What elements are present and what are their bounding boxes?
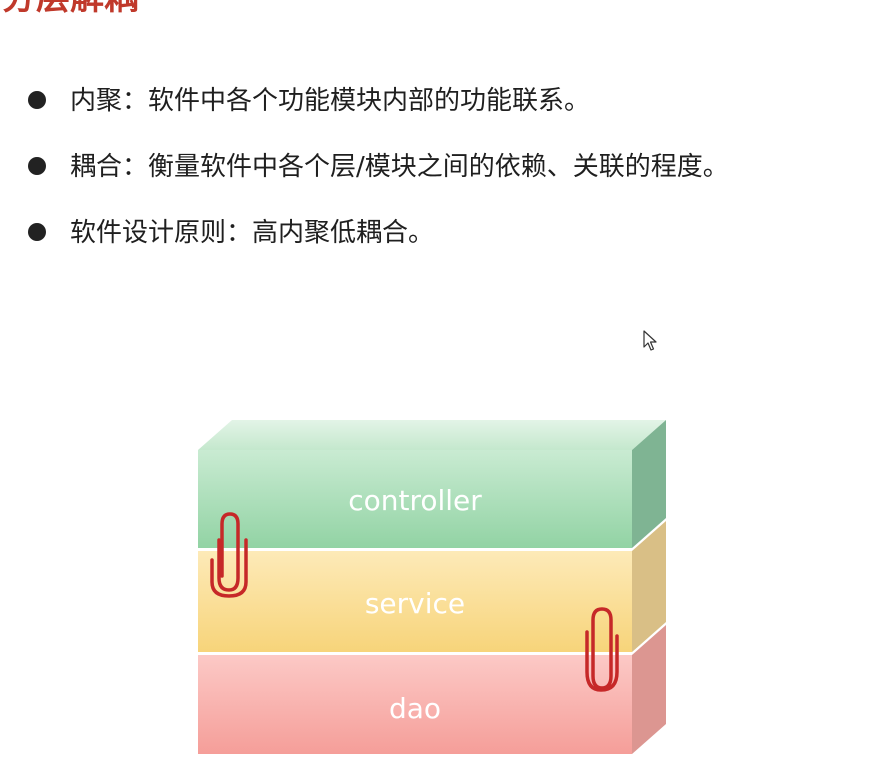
layer-front-face — [198, 655, 632, 754]
bullet-text: 软件设计原则：高内聚低耦合。 — [70, 218, 435, 248]
paper-clip-icon — [585, 607, 619, 692]
layer-service: service — [198, 521, 666, 652]
mouse-pointer-icon — [643, 330, 657, 351]
layer-label: dao — [389, 692, 441, 725]
layer-top-face — [198, 420, 666, 450]
layer-label: service — [365, 587, 465, 620]
layer-controller: controller — [198, 420, 666, 548]
paper-clip-icon — [210, 512, 248, 598]
layer-front-face — [198, 450, 632, 548]
layer-label: controller — [348, 484, 482, 517]
bullet-item-principle: 软件设计原则：高内聚低耦合。 — [28, 210, 729, 276]
layer-side-face — [632, 625, 666, 754]
slide-title: 分层解耦 — [2, 0, 138, 18]
layer-side-face — [632, 521, 666, 652]
bullet-dot-icon — [28, 90, 46, 109]
bullet-text: 耦合：衡量软件中各个层/模块之间的依赖、关联的程度。 — [70, 152, 729, 182]
bullet-item-coupling: 耦合：衡量软件中各个层/模块之间的依赖、关联的程度。 — [28, 144, 729, 210]
bullet-item-cohesion: 内聚：软件中各个功能模块内部的功能联系。 — [28, 78, 729, 144]
bullet-list: 内聚：软件中各个功能模块内部的功能联系。 耦合：衡量软件中各个层/模块之间的依赖… — [28, 78, 729, 276]
layer-side-face — [632, 420, 666, 548]
bullet-dot-icon — [28, 156, 46, 175]
bullet-text: 内聚：软件中各个功能模块内部的功能联系。 — [70, 86, 591, 116]
layer-front-face — [198, 551, 632, 652]
layer-dao: dao — [198, 625, 666, 754]
bullet-dot-icon — [28, 222, 46, 241]
